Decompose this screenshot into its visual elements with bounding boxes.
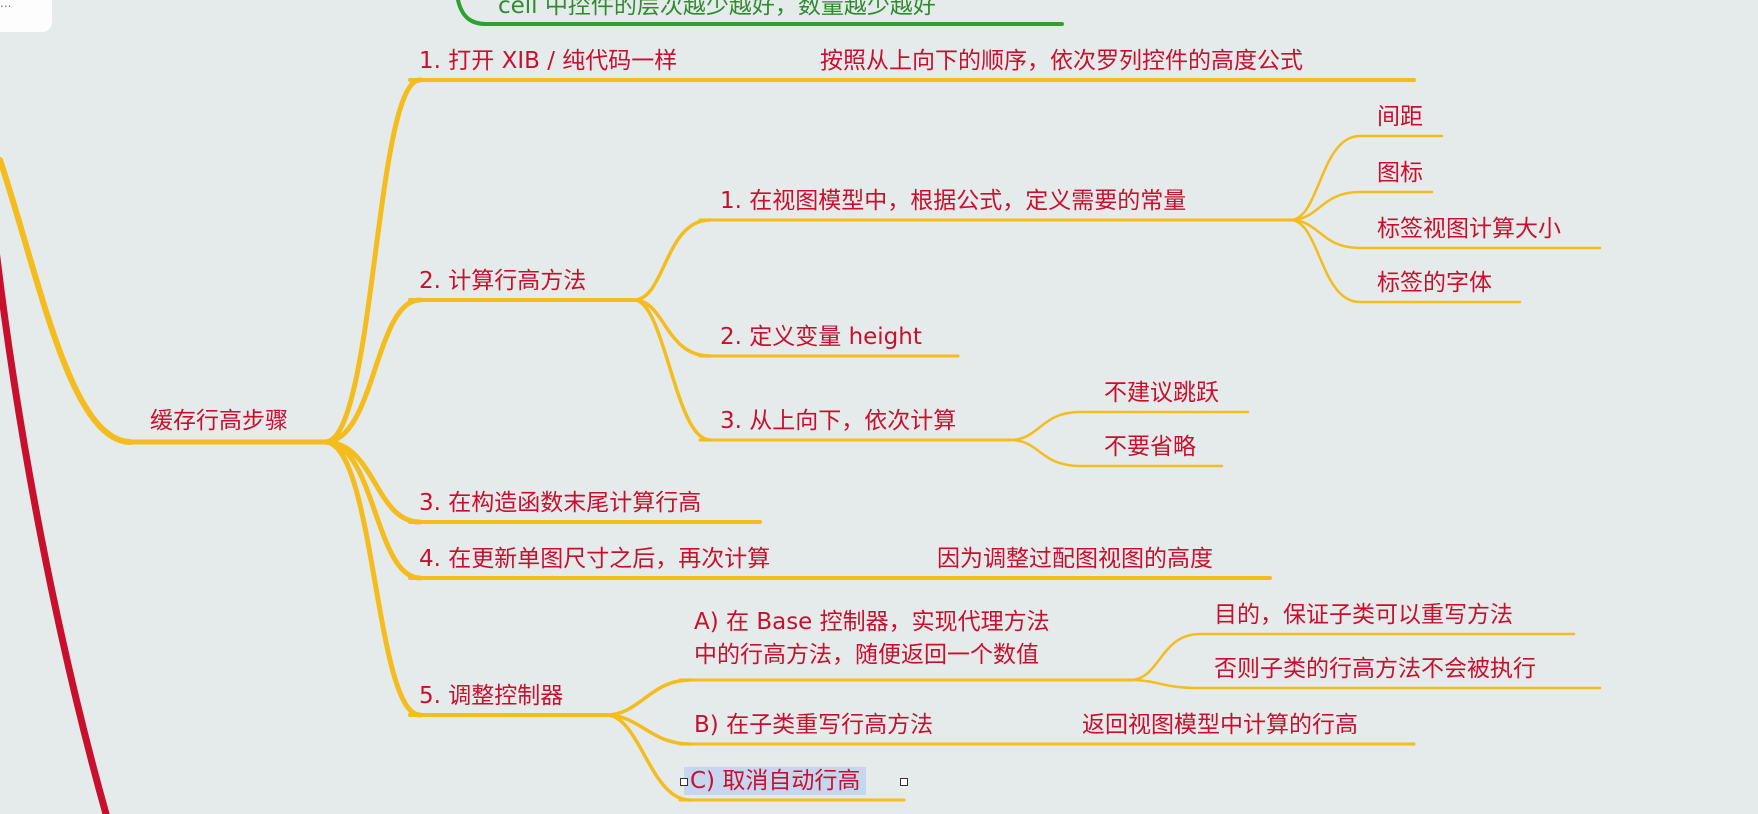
edge-root-n4 <box>322 439 423 581</box>
node-2-2[interactable]: 2. 定义变量 height <box>720 324 922 350</box>
selection-handle-left[interactable] <box>680 778 688 786</box>
edge-n5-c <box>604 713 692 802</box>
node-3[interactable]: 3. 在构造函数末尾计算行高 <box>419 490 702 516</box>
node-2-1[interactable]: 1. 在视图模型中，根据公式，定义需要的常量 <box>720 188 1187 214</box>
top-left-panel-text: ... <box>0 0 12 10</box>
edge-c1-leaf4 <box>1288 218 1522 304</box>
node-1-child[interactable]: 按照从上向下的顺序，依次罗列控件的高度公式 <box>820 48 1303 74</box>
edge-c3-leaf1 <box>1008 410 1250 442</box>
green-node-text[interactable]: cell 中控件的层次越少越好，数量越少越好 <box>498 0 936 20</box>
edge-root-n5 <box>322 439 423 718</box>
leaf-label-font[interactable]: 标签的字体 <box>1377 270 1492 296</box>
leaf-otherwise[interactable]: 否则子类的行高方法不会被执行 <box>1214 656 1536 682</box>
node-5-b-child[interactable]: 返回视图模型中计算的行高 <box>1082 712 1358 738</box>
node-5-a[interactable]: A) 在 Base 控制器，实现代理方法 中的行高方法，随便返回一个数值 <box>694 609 1050 668</box>
green-node-label: 中控件的层次越少越好，数量越少越好 <box>537 0 936 19</box>
top-left-panel: ... <box>0 0 52 32</box>
root-node[interactable]: 缓存行高步骤 <box>150 408 288 434</box>
edge-a-leaf2 <box>1128 678 1602 690</box>
node-5-c-label: C) 取消自动行高 <box>690 768 861 794</box>
node-2-3[interactable]: 3. 从上向下，依次计算 <box>720 408 957 434</box>
red-branch-line <box>0 253 110 814</box>
edge-c3-leaf2 <box>1008 438 1224 468</box>
edge-root-n1 <box>322 77 423 445</box>
node-4[interactable]: 4. 在更新单图尺寸之后，再次计算 <box>419 546 771 572</box>
leaf-no-omit[interactable]: 不要省略 <box>1104 434 1196 460</box>
leaf-no-skip[interactable]: 不建议跳跃 <box>1104 380 1219 406</box>
node-5[interactable]: 5. 调整控制器 <box>419 683 564 709</box>
node-1[interactable]: 1. 打开 XIB / 纯代码一样 <box>419 48 678 74</box>
edge-root-n2 <box>322 297 423 445</box>
edge-a-leaf1 <box>1128 632 1576 682</box>
green-branch-line <box>456 0 1064 26</box>
selection-handle-right[interactable] <box>900 778 908 786</box>
edge-n5-a <box>604 678 692 717</box>
edge-n2-c1 <box>632 218 712 302</box>
edge-c1-leaf3 <box>1288 218 1602 250</box>
node-5-c-selected[interactable]: C) 取消自动行高 <box>684 767 867 795</box>
leaf-icon[interactable]: 图标 <box>1377 160 1423 186</box>
node-2[interactable]: 2. 计算行高方法 <box>419 268 587 294</box>
green-node-code: cell <box>498 0 538 19</box>
edge-c1-leaf1 <box>1288 134 1444 222</box>
leaf-purpose[interactable]: 目的，保证子类可以重写方法 <box>1214 602 1513 628</box>
leaf-spacing[interactable]: 间距 <box>1377 104 1423 130</box>
node-5-b[interactable]: B) 在子类重写行高方法 <box>694 712 934 738</box>
edge-n2-c3 <box>632 298 712 442</box>
root-incoming-line <box>0 157 133 445</box>
leaf-label-size[interactable]: 标签视图计算大小 <box>1377 216 1561 242</box>
node-4-child[interactable]: 因为调整过配图视图的高度 <box>937 546 1213 572</box>
edge-c1-leaf2 <box>1288 190 1434 222</box>
